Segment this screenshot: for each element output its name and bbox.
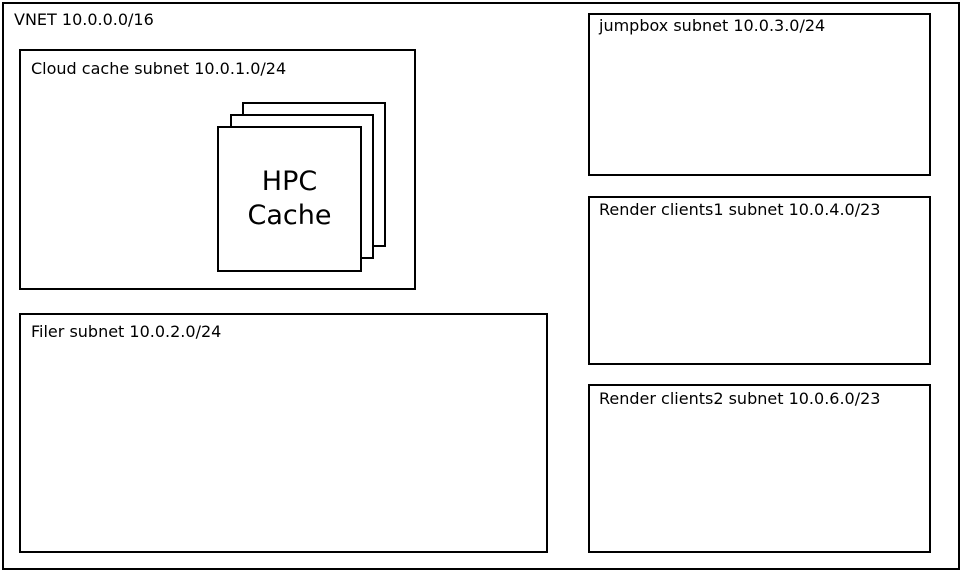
render-clients2-subnet-label: Render clients2 subnet 10.0.6.0/23 (599, 389, 881, 408)
hpc-cache-label-line2: Cache (247, 200, 332, 231)
render-clients1-subnet (588, 196, 931, 365)
render-clients1-subnet-label: Render clients1 subnet 10.0.4.0/23 (599, 200, 881, 219)
jumpbox-subnet (588, 13, 931, 176)
hpc-cache-node-front (217, 126, 362, 272)
jumpbox-subnet-label: jumpbox subnet 10.0.3.0/24 (599, 16, 826, 35)
hpc-cache-label: HPC Cache (217, 126, 362, 272)
hpc-cache-label-line1: HPC (261, 166, 318, 197)
vnet-label: VNET 10.0.0.0/16 (14, 10, 154, 29)
cloud-cache-subnet-label: Cloud cache subnet 10.0.1.0/24 (31, 59, 287, 78)
render-clients2-subnet (588, 384, 931, 553)
filer-subnet-label: Filer subnet 10.0.2.0/24 (31, 322, 222, 341)
filer-subnet (19, 313, 548, 553)
